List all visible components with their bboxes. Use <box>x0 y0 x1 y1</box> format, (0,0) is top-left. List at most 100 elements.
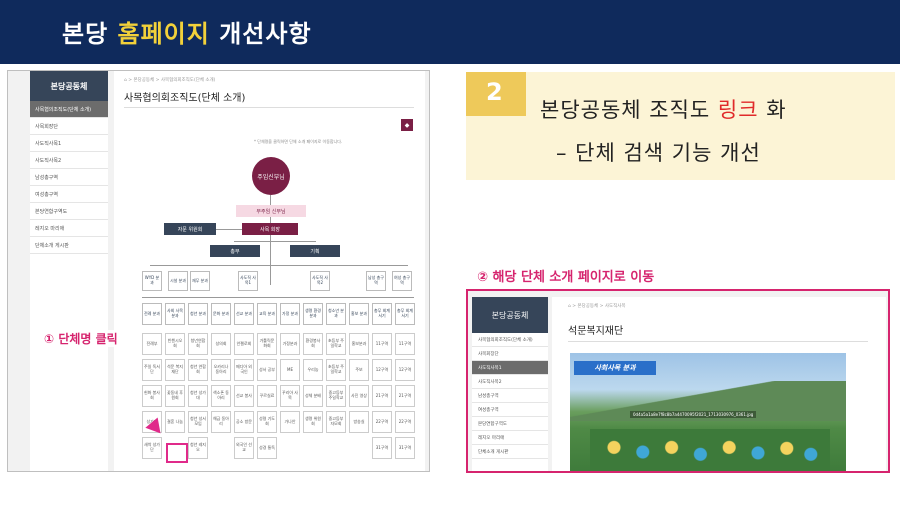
org-group[interactable]: 꾸르실료 <box>257 385 277 407</box>
org-group[interactable]: 11구역 <box>372 333 392 355</box>
org-group[interactable]: 사진 영상 <box>349 385 369 407</box>
org-group[interactable]: 주일 독서단 <box>142 359 162 381</box>
org-group[interactable]: 색소폰 동아리 <box>211 385 231 407</box>
org-group[interactable]: 중고등부 자모회 <box>326 411 346 433</box>
org-group[interactable]: 성경 통독 <box>257 437 277 459</box>
sidebar-item[interactable]: 레지오 마리애 <box>30 220 108 237</box>
org-group[interactable]: 청년연합회 <box>188 333 208 355</box>
sidebar-item[interactable]: 단체소개 게시판 <box>472 445 548 459</box>
org-group[interactable]: 성체 분배 <box>303 385 323 407</box>
org-department[interactable]: 여성 총구역 <box>392 271 412 291</box>
org-chairman[interactable]: 사목 회장 <box>242 223 298 235</box>
org-division[interactable]: 교육 분과 <box>257 303 277 325</box>
org-group[interactable]: 안젤로회 <box>234 333 254 355</box>
org-group[interactable]: 방송실 <box>349 411 369 433</box>
org-group[interactable]: 청년 성가대 <box>188 385 208 407</box>
org-group[interactable]: 중고등부 주일학교 <box>326 385 346 407</box>
org-advisory-committee[interactable]: 자문 위원회 <box>164 223 216 235</box>
org-group[interactable]: 해금 동아리 <box>211 411 231 433</box>
org-group[interactable]: 초등부 주일학교 <box>326 359 346 381</box>
org-planning[interactable]: 기획 <box>290 245 340 257</box>
org-group[interactable]: 빈첸시오회 <box>165 333 185 355</box>
sidebar-item[interactable]: 단체소개 게시판 <box>30 237 108 254</box>
org-assistant-pastor[interactable]: 부주임 신부님 <box>236 205 306 217</box>
org-group[interactable]: 21구역 <box>395 385 415 407</box>
org-group[interactable]: 가나안 <box>280 411 300 433</box>
org-group[interactable]: 꾸리아 사목 <box>280 385 300 407</box>
org-division[interactable]: 문화 분과 <box>211 303 231 325</box>
org-group[interactable]: 초등부 주일학교 <box>326 333 346 355</box>
org-group[interactable]: ME <box>280 359 300 381</box>
org-group[interactable]: 꽃동네 후원회 <box>165 385 185 407</box>
org-group[interactable]: 12구역 <box>372 359 392 381</box>
org-division[interactable]: 가정 분과 <box>280 303 300 325</box>
org-group[interactable]: 전례부 <box>142 333 162 355</box>
sidebar-item[interactable]: 본당연합구역도 <box>472 417 548 431</box>
breadcrumb[interactable]: ⌂ > 본당공동체 > 사목협의회조직도(단체 소개) <box>124 78 216 83</box>
org-group[interactable]: 선교 봉사 <box>234 385 254 407</box>
breadcrumb[interactable]: ⌂ > 본당공동체 > 사도직사목 <box>568 304 626 309</box>
sidebar-item[interactable]: 레지오 마리애 <box>472 431 548 445</box>
org-group[interactable]: 청년 레지오 <box>188 437 208 459</box>
org-department[interactable]: 남성 총구역 <box>366 271 386 291</box>
org-department[interactable]: 사도직 사목1 <box>238 271 258 291</box>
org-group[interactable]: 메디아 외국인 <box>234 359 254 381</box>
org-group[interactable]: 성령 기도회 <box>257 411 277 433</box>
sidebar-item[interactable]: 여성총구역 <box>472 403 548 417</box>
sidebar-item[interactable]: 사목협의조직도(단체 소개) <box>30 101 108 118</box>
org-group[interactable]: 청년 연합회 <box>188 359 208 381</box>
org-group[interactable]: 22구역 <box>395 411 415 433</box>
org-division[interactable]: 총무 회계 서기 <box>372 303 392 325</box>
org-division[interactable]: 전례 분과 <box>142 303 162 325</box>
sidebar-item[interactable]: 남성총구역 <box>472 389 548 403</box>
org-group[interactable]: 12구역 <box>395 359 415 381</box>
org-group[interactable]: 31구역 <box>372 437 392 459</box>
org-department[interactable]: 시설 분과 <box>168 271 188 291</box>
org-division[interactable]: 선교 분과 <box>234 303 254 325</box>
org-pastor[interactable]: 주임신부님 <box>252 157 290 195</box>
sidebar-item[interactable]: 사목협의회조직도(단체 소개) <box>472 333 548 347</box>
org-group[interactable]: 결혼 나눔 <box>165 411 185 433</box>
org-group[interactable]: 31구역 <box>395 437 415 459</box>
org-department[interactable]: 사도직 사목2 <box>310 271 330 291</box>
org-group[interactable]: 우리농 <box>303 359 323 381</box>
org-division[interactable]: 청년 분과 <box>188 303 208 325</box>
org-group[interactable]: 성의회 <box>211 333 231 355</box>
org-group[interactable]: 22구역 <box>372 411 392 433</box>
org-group[interactable]: 성서 공부 <box>257 359 277 381</box>
expand-button[interactable]: ◆ <box>401 119 413 131</box>
org-division[interactable]: 사회 사목 분과 <box>165 303 185 325</box>
org-group[interactable]: 오카리나 동아리 <box>211 359 231 381</box>
sidebar-item[interactable]: 본당연합구역도 <box>30 203 108 220</box>
org-group[interactable]: 홍보분과 <box>349 333 369 355</box>
org-group[interactable]: 21구역 <box>372 385 392 407</box>
org-division[interactable]: 홍보 분과 <box>349 303 369 325</box>
org-group[interactable]: 생명 위원회 <box>303 411 323 433</box>
sidebar-item[interactable]: 여성총구역 <box>30 186 108 203</box>
org-group[interactable]: 외국인 선교 <box>234 437 254 459</box>
sidebar-item[interactable]: 사도직사목2 <box>472 375 548 389</box>
org-general-affairs[interactable]: 총무 <box>210 245 260 257</box>
org-department[interactable]: WYD 분과 <box>142 271 162 291</box>
org-group[interactable]: 성가대 <box>142 411 162 433</box>
sidebar-item[interactable]: 사도직사목2 <box>30 152 108 169</box>
org-group[interactable]: 가정분과 <box>280 333 300 355</box>
sidebar-item[interactable]: 사도직사목1 <box>472 361 548 375</box>
org-division[interactable]: 청소년 분과 <box>326 303 346 325</box>
org-division[interactable]: 총무 회계 서기 <box>395 303 415 325</box>
org-group[interactable]: 석문 복지재단 <box>165 359 185 381</box>
org-division[interactable]: 생명 환경 분과 <box>303 303 323 325</box>
sidebar-item[interactable]: 사도직사목1 <box>30 135 108 152</box>
sidebar-item[interactable]: 남성총구역 <box>30 169 108 186</box>
org-department[interactable]: 재무 분과 <box>190 271 210 291</box>
sidebar-item[interactable]: 사목회장단 <box>472 347 548 361</box>
org-group[interactable]: 환경봉사회 <box>303 333 323 355</box>
org-group[interactable]: 공소 방문 <box>234 411 254 433</box>
org-group[interactable]: 11구역 <box>395 333 415 355</box>
org-group[interactable]: 청년 성서모임 <box>188 411 208 433</box>
org-group[interactable]: 헌화 봉사회 <box>142 385 162 407</box>
org-group[interactable]: 새싹 성가단 <box>142 437 162 459</box>
org-group[interactable]: 가톨릭문화회 <box>257 333 277 355</box>
org-group[interactable]: 주보 <box>349 359 369 381</box>
sidebar-item[interactable]: 사목회장단 <box>30 118 108 135</box>
